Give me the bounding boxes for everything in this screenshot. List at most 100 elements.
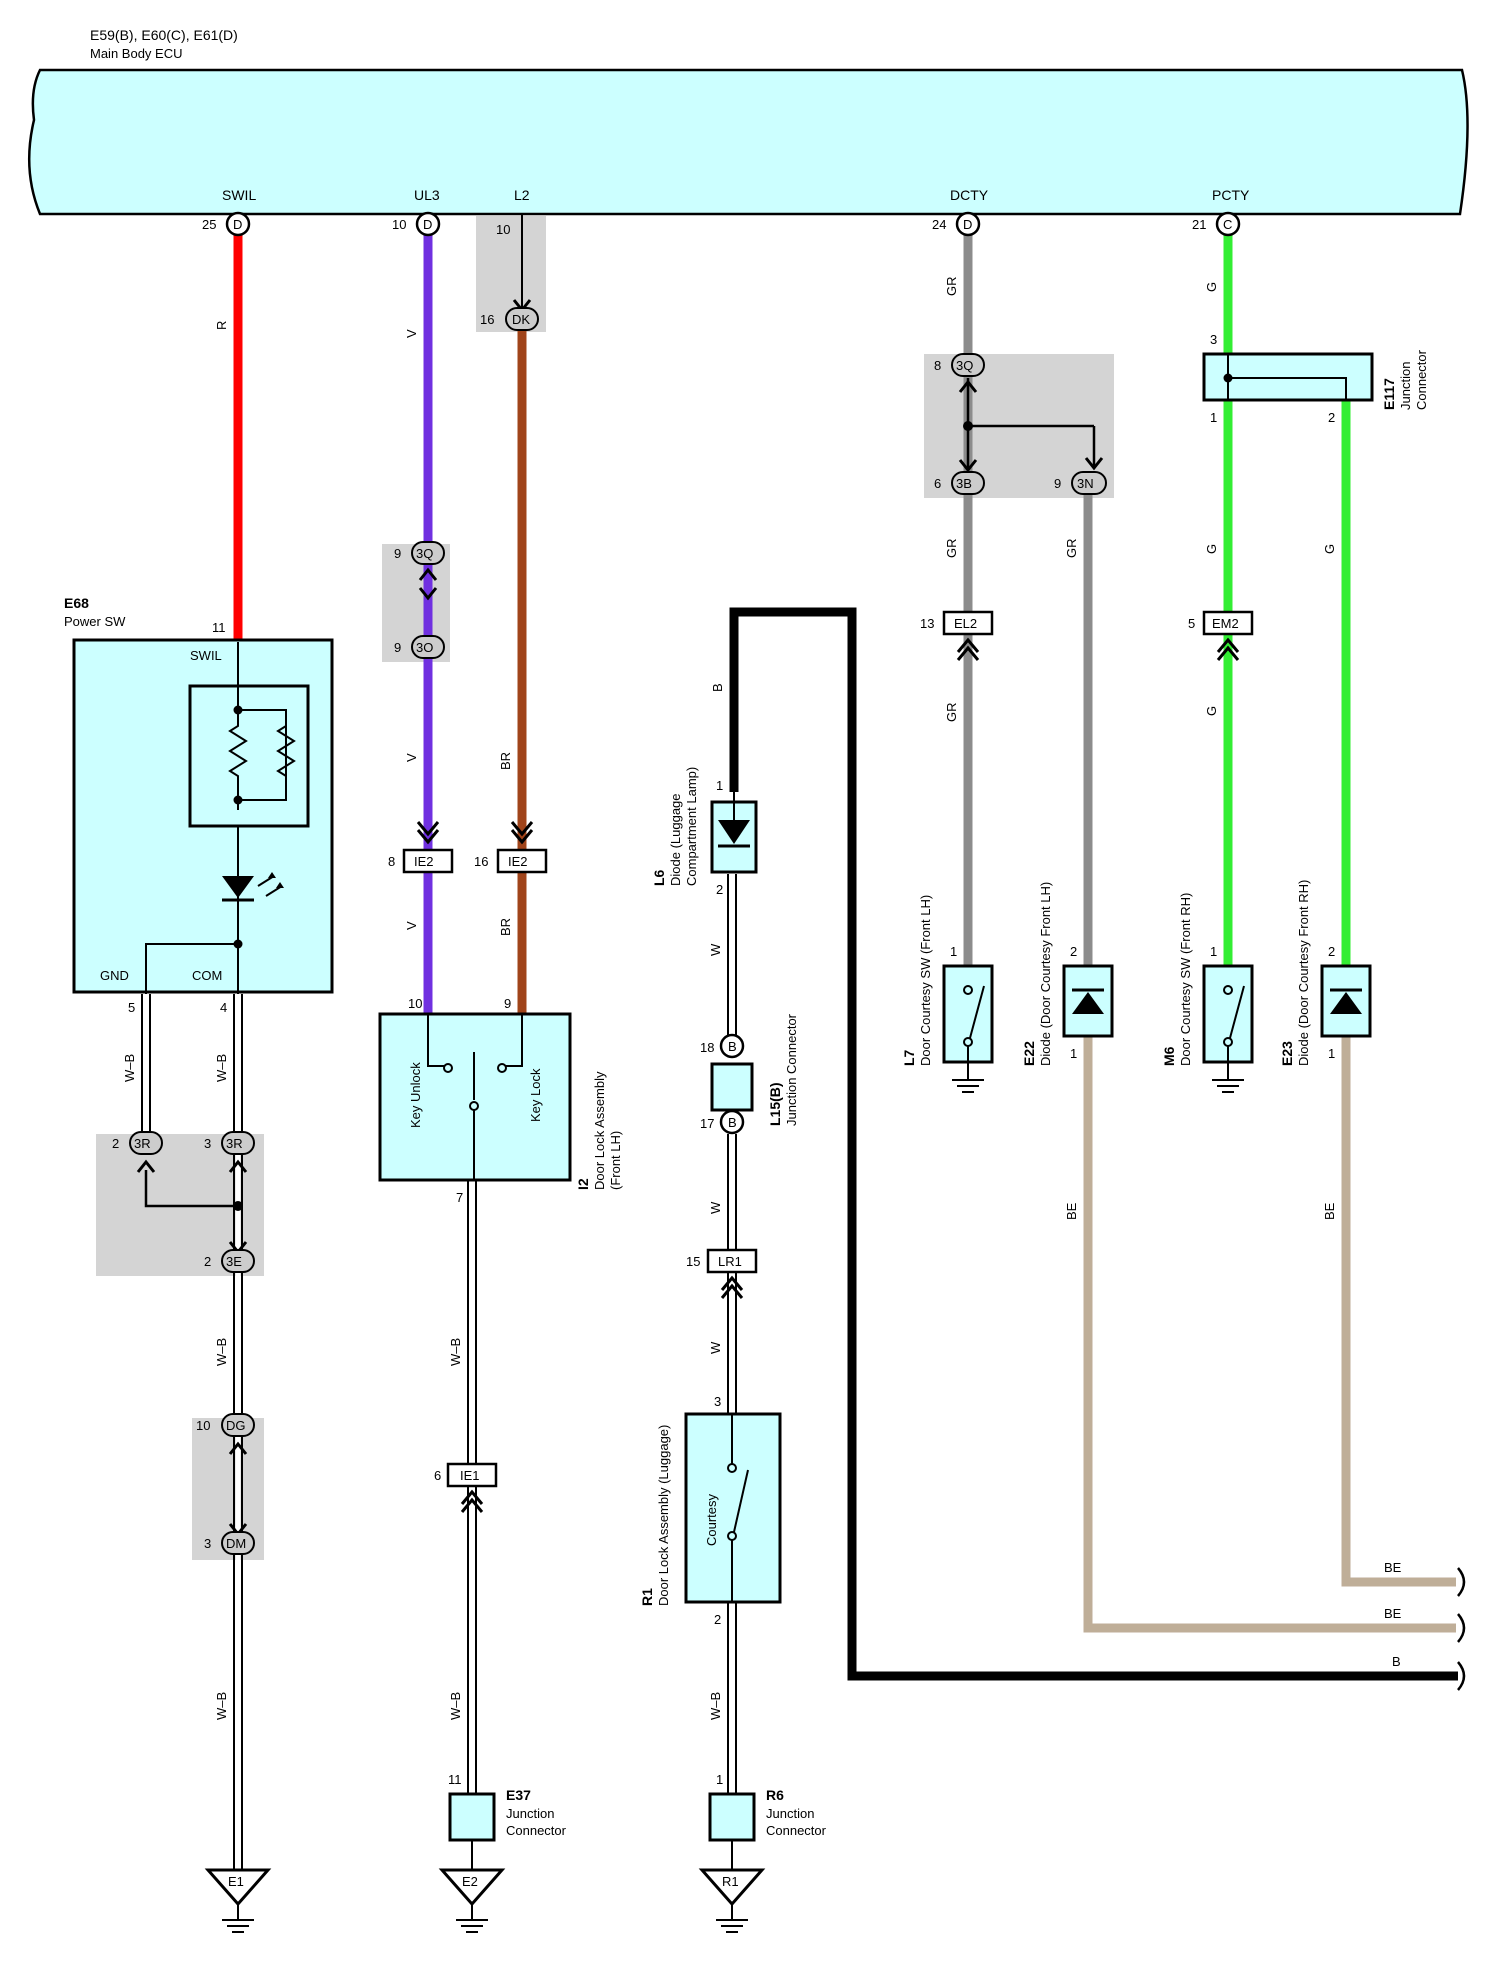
svg-text:10: 10 [196, 1418, 210, 1433]
svg-text:DK: DK [512, 312, 530, 327]
ecu-pin-ul3: D 10 [392, 211, 441, 237]
connector-em2: EM2 5 [1188, 610, 1254, 661]
wire-label-w-3: W [708, 1341, 723, 1354]
svg-text:Junction Connector: Junction Connector [784, 1013, 799, 1126]
wire-label-r: R [214, 321, 229, 330]
svg-text:Courtesy: Courtesy [704, 1493, 719, 1546]
svg-text:2: 2 [716, 882, 723, 897]
svg-text:16: 16 [480, 312, 494, 327]
svg-text:B: B [728, 1039, 737, 1054]
svg-text:R1: R1 [639, 1588, 655, 1606]
svg-text:21: 21 [1192, 217, 1206, 232]
ecu-terminal-l2: L2 [514, 187, 530, 203]
connector-lr1: LR1 15 [686, 1248, 758, 1299]
svg-text:3R: 3R [134, 1136, 151, 1151]
ground-r1: R1 [698, 1868, 766, 1933]
svg-text:9: 9 [504, 996, 511, 1011]
connector-dk: DK 16 [480, 299, 539, 331]
svg-text:2: 2 [1070, 944, 1077, 959]
svg-text:2: 2 [204, 1254, 211, 1269]
wire-label-be-3: BE [1384, 1560, 1402, 1575]
wire-label-be-2: BE [1322, 1202, 1337, 1220]
ground-e2: E2 [438, 1868, 506, 1933]
wire-label-g-2: G [1204, 544, 1219, 554]
wire-label-b-2: B [1392, 1654, 1401, 1669]
svg-text:Door Courtesy SW (Front RH): Door Courtesy SW (Front RH) [1178, 893, 1193, 1066]
svg-text:Connector: Connector [506, 1823, 567, 1838]
svg-text:Connector: Connector [766, 1823, 827, 1838]
svg-text:11: 11 [212, 620, 226, 635]
svg-text:6: 6 [434, 1468, 441, 1483]
svg-text:L7: L7 [901, 1049, 917, 1066]
wire-label-g-3: G [1204, 706, 1219, 716]
wire-label-g-1: G [1204, 282, 1219, 292]
svg-text:Junction: Junction [1398, 362, 1413, 410]
connector-3n: 3N 9 [1054, 457, 1107, 495]
svg-text:2: 2 [1328, 944, 1335, 959]
svg-text:IE2: IE2 [414, 854, 434, 869]
connector-3e: 3E 2 [204, 1241, 255, 1273]
ecu-pin-dcty: D 24 [932, 211, 981, 237]
wire-label-be-4: BE [1384, 1606, 1402, 1621]
svg-text:17: 17 [700, 1116, 714, 1131]
ecu-terminal-swil: SWIL [222, 187, 256, 203]
wire-label-g-4: G [1322, 544, 1337, 554]
svg-text:1: 1 [716, 778, 723, 793]
wire-w [727, 874, 737, 1796]
connector-dm: DM 3 [204, 1523, 255, 1555]
svg-text:3B: 3B [956, 476, 972, 491]
svg-text:DM: DM [226, 1536, 246, 1551]
svg-text:E68: E68 [64, 595, 89, 611]
svg-text:D: D [423, 217, 432, 232]
connector-ie2-b: IE2 16 [474, 821, 548, 874]
wire-be-e22 [1083, 1036, 1456, 1633]
wire-b [729, 607, 1458, 1681]
svg-text:9: 9 [394, 640, 401, 655]
wire-label-br-2: BR [498, 918, 513, 936]
svg-text:5: 5 [1188, 616, 1195, 631]
svg-text:LR1: LR1 [718, 1254, 742, 1269]
component-l7-courtesy-sw: 1 L7 Door Courtesy SW (Front LH) [901, 895, 994, 1093]
component-e68-power-sw: E68 Power SW 11 SWIL GND COM 5 4 [64, 595, 334, 1015]
svg-text:10: 10 [408, 996, 422, 1011]
svg-text:2: 2 [112, 1136, 119, 1151]
svg-text:Connector: Connector [1414, 349, 1429, 410]
wire-label-gr-2: GR [944, 539, 959, 559]
component-i2-door-lock: 10 9 7 Key Unlock Key Lock I2 Door Lock … [378, 996, 623, 1205]
svg-text:IE1: IE1 [460, 1468, 480, 1483]
svg-text:R1: R1 [722, 1874, 739, 1889]
svg-text:11: 11 [448, 1772, 462, 1787]
connector-ie1: IE1 6 [434, 1462, 498, 1513]
ecu-terminal-pcty: PCTY [1212, 187, 1250, 203]
svg-text:1: 1 [716, 1772, 723, 1787]
svg-text:3: 3 [204, 1136, 211, 1151]
svg-text:1: 1 [1210, 944, 1217, 959]
component-e22-diode: 2 1 E22 Diode (Door Courtesy Front LH) [1021, 882, 1114, 1066]
svg-text:E2: E2 [462, 1874, 478, 1889]
svg-text:25: 25 [202, 217, 216, 232]
component-l15-junction: B 18 B 17 L15(B) Junction Connector [700, 1013, 799, 1135]
connector-3q-b: 3Q 8 [934, 353, 985, 393]
svg-text:1: 1 [1210, 410, 1217, 425]
svg-text:9: 9 [1054, 476, 1061, 491]
ecu-terminal-ul3: UL3 [414, 187, 440, 203]
svg-text:3Q: 3Q [956, 358, 973, 373]
ecu-pin-swil: D 25 [202, 211, 251, 237]
ecu-title: E59(B), E60(C), E61(D) [90, 27, 238, 43]
svg-text:Diode (Door Courtesy Front LH): Diode (Door Courtesy Front LH) [1038, 882, 1053, 1066]
svg-text:COM: COM [192, 968, 222, 983]
svg-text:EM2: EM2 [1212, 616, 1239, 631]
svg-text:24: 24 [932, 217, 946, 232]
wire-label-wb-5: W–B [448, 1338, 463, 1366]
svg-text:E23: E23 [1279, 1041, 1295, 1066]
svg-text:B: B [728, 1115, 737, 1130]
svg-text:Diode (Door Courtesy Front RH): Diode (Door Courtesy Front RH) [1296, 880, 1311, 1066]
svg-text:5: 5 [128, 1000, 135, 1015]
svg-text:1: 1 [1070, 1046, 1077, 1061]
svg-text:3R: 3R [226, 1136, 243, 1151]
svg-text:L15(B): L15(B) [767, 1082, 783, 1126]
svg-text:1: 1 [1328, 1046, 1335, 1061]
svg-text:L6: L6 [651, 869, 667, 886]
svg-text:18: 18 [700, 1040, 714, 1055]
